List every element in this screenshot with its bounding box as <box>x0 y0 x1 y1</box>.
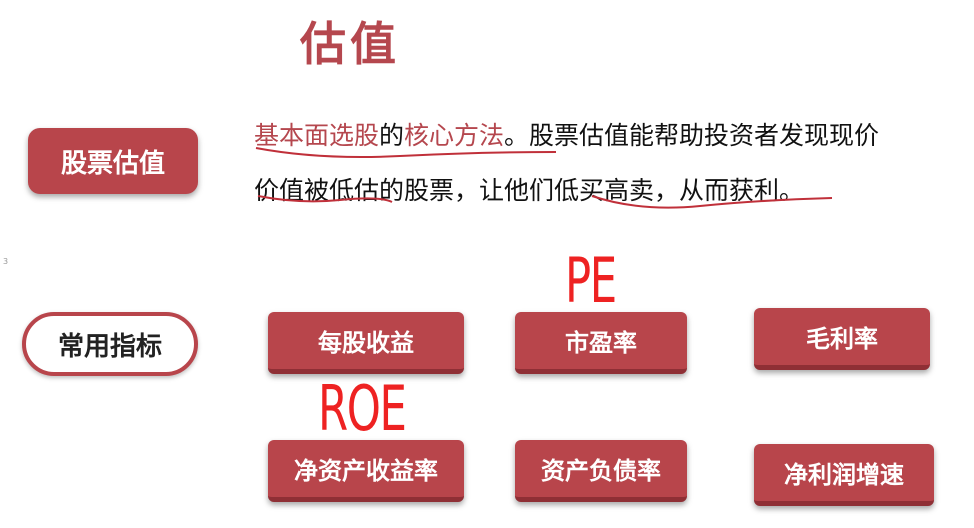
desc-text-line2: 价值被低估的股票，让他们低买高卖，从而获利。 <box>254 176 805 205</box>
desc-highlight-fundamental: 基本面选股 <box>254 121 380 150</box>
slide-mark: 3 <box>3 257 9 266</box>
desc-text-line1: 。股票估值能帮助投资者发现现价 <box>504 121 880 150</box>
page-title: 估值 <box>300 17 400 71</box>
metric-debt-ratio: 资产负债率 <box>515 440 687 502</box>
annotation-pe: PE <box>565 244 617 317</box>
description: 基本面选股的核心方法。股票估值能帮助投资者发现现价 价值被低估的股票，让他们低买… <box>254 108 964 218</box>
label-stock-valuation: 股票估值 <box>28 128 198 194</box>
annotation-roe: ROE <box>318 372 407 445</box>
label-common-indicators: 常用指标 <box>22 312 198 376</box>
metric-roe: 净资产收益率 <box>268 440 464 502</box>
metric-net-profit-growth: 净利润增速 <box>754 444 934 506</box>
metric-pe-ratio: 市盈率 <box>515 312 687 374</box>
desc-highlight-core: 核心方法 <box>404 121 505 150</box>
metric-gross-margin: 毛利率 <box>754 308 930 370</box>
metric-eps: 每股收益 <box>268 312 464 374</box>
desc-text-de: 的 <box>379 121 405 150</box>
